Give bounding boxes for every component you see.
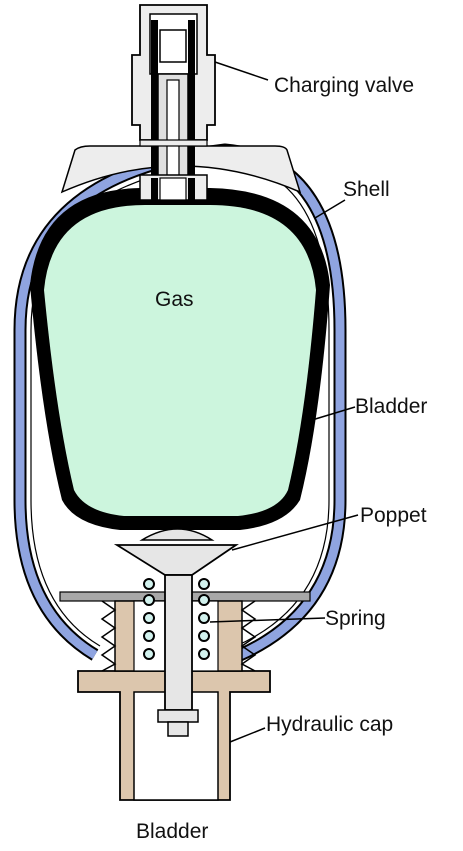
bladder-label: Bladder — [355, 395, 427, 418]
poppet-leader — [231, 514, 359, 551]
valve-housing — [60, 145, 302, 194]
shell-leader — [314, 199, 346, 219]
hydraulic-cap-leader — [229, 727, 266, 743]
diagram-caption: Bladder — [136, 820, 208, 843]
poppet — [113, 528, 239, 737]
charging-valve-label: Charging valve — [274, 74, 414, 97]
spring — [143, 578, 210, 660]
gas-region — [44, 205, 316, 516]
spring-label: Spring — [325, 607, 386, 630]
bladder-leader — [311, 406, 356, 421]
poppet-label: Poppet — [360, 504, 427, 527]
gas-label: Gas — [155, 288, 194, 311]
spring-leader — [209, 617, 326, 623]
shell-label: Shell — [343, 178, 390, 201]
charging-valve-leader — [214, 61, 269, 81]
charging-valve — [131, 4, 216, 201]
hydraulic-cap-label: Hydraulic cap — [266, 713, 393, 736]
